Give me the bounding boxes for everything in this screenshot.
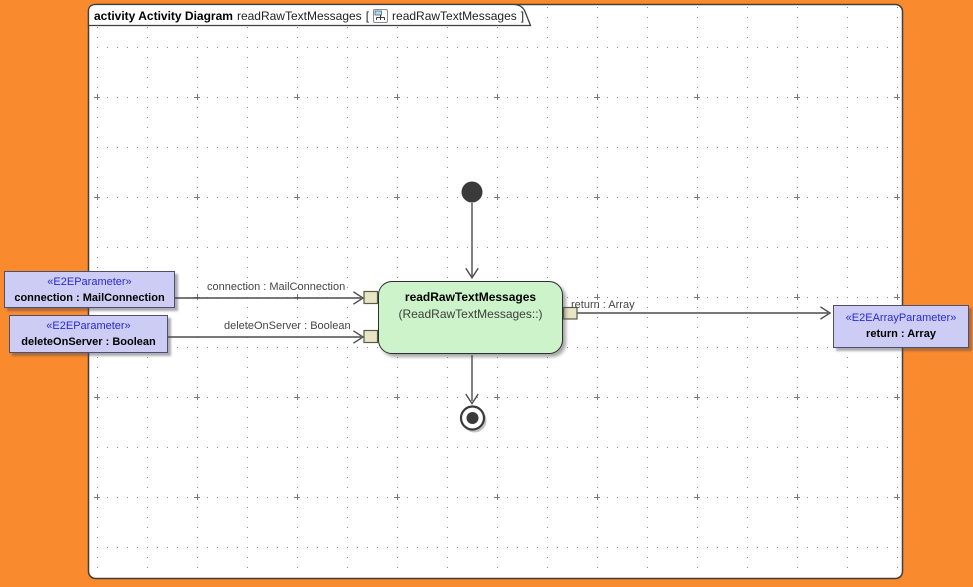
- param-node-connection[interactable]: «E2EParameter» connection : MailConnecti…: [4, 271, 175, 308]
- frame-tab-open-bracket: [: [365, 9, 370, 23]
- frame-tab-keyword: activity Activity Diagram: [94, 9, 233, 23]
- arrowhead-down-icon: [465, 393, 479, 405]
- output-pin-return[interactable]: [562, 306, 578, 320]
- param-name: return : Array: [866, 328, 936, 340]
- param-node-return[interactable]: «E2EArrayParameter» return : Array: [833, 305, 969, 348]
- final-node-dot: [466, 412, 479, 424]
- arrowhead-right-icon: [353, 291, 365, 305]
- param-name: deleteOnServer : Boolean: [21, 336, 156, 348]
- frame-tab-close-bracket: ]: [520, 9, 525, 23]
- activity-node-readRawTextMessages[interactable]: readRawTextMessages (ReadRawTextMessages…: [378, 281, 563, 354]
- frame-tab-title: activity Activity Diagram readRawTextMes…: [94, 8, 524, 24]
- param-stereotype: «E2EParameter»: [47, 276, 132, 288]
- param-node-delete-on-server[interactable]: «E2EParameter» deleteOnServer : Boolean: [9, 315, 168, 353]
- input-pin-connection[interactable]: [363, 290, 379, 305]
- edge-label-connection[interactable]: connection : MailConnection: [207, 281, 346, 293]
- initial-node[interactable]: [461, 181, 483, 203]
- frame-name-tab[interactable]: [87, 3, 532, 27]
- frame-tab-diagram-name: readRawTextMessages: [236, 9, 362, 23]
- edge-label-return[interactable]: return : Array: [571, 299, 635, 311]
- edge-label-delete-on-server[interactable]: deleteOnServer : Boolean: [224, 320, 351, 332]
- input-pin-delete-on-server[interactable]: [363, 329, 379, 344]
- param-stereotype: «E2EParameter»: [46, 320, 131, 332]
- activity-diagram-icon: [373, 9, 389, 23]
- arrowhead-right-icon: [353, 330, 365, 344]
- arrowhead-right-icon: [820, 306, 832, 320]
- frame-tab-ref-name: readRawTextMessages: [392, 9, 517, 23]
- activity-title: readRawTextMessages: [404, 290, 537, 304]
- activity-subtitle: (ReadRawTextMessages::): [398, 307, 543, 321]
- param-stereotype: «E2EArrayParameter»: [845, 312, 957, 324]
- param-name: connection : MailConnection: [14, 292, 165, 304]
- arrowhead-down-icon: [465, 267, 479, 280]
